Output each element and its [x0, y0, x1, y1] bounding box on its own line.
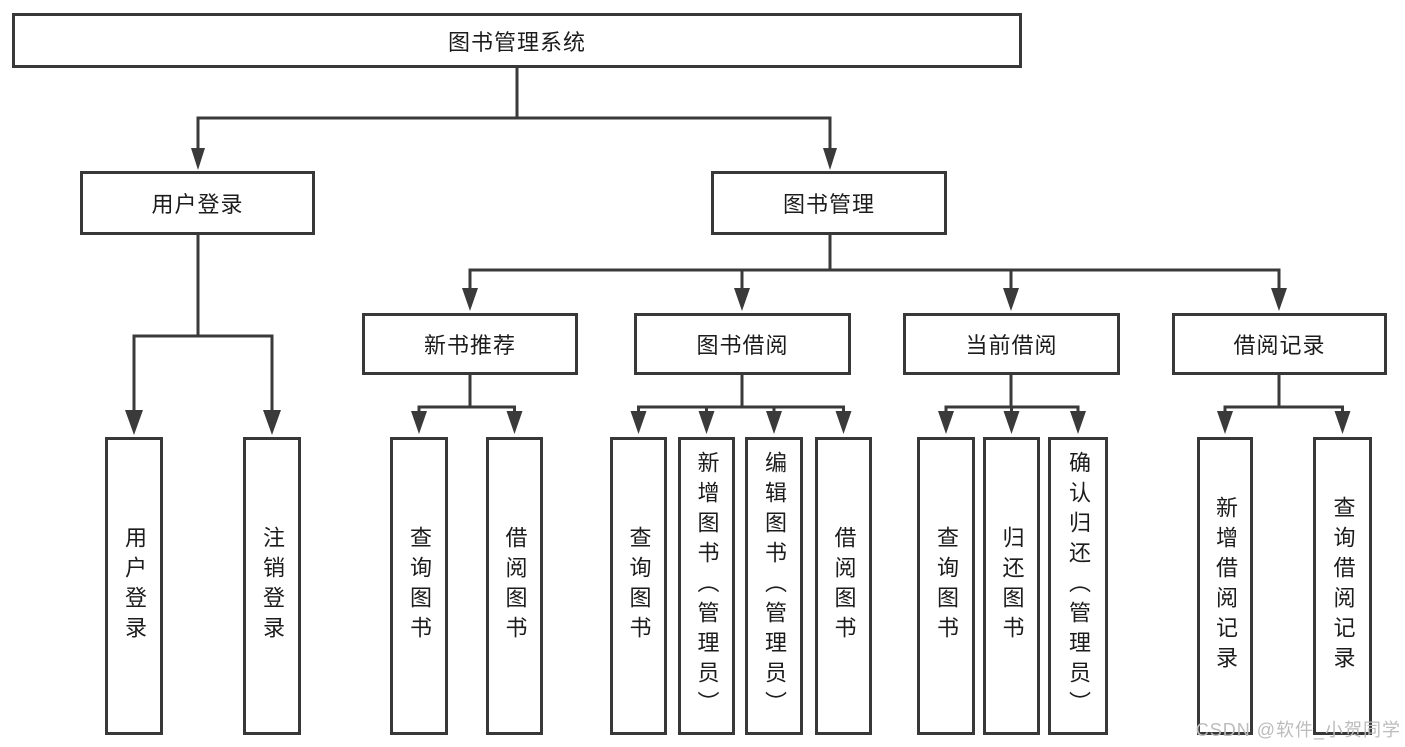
node-label: 用户登录: [151, 192, 244, 217]
arrowhead-icon: [1271, 288, 1287, 311]
connector-book-mgmt-to-level3: [462, 235, 1287, 311]
arrowhead-icon: [263, 410, 281, 435]
node-label: 图书借阅: [696, 333, 789, 358]
connector-user-login-to-leaves: [125, 235, 281, 435]
arrowhead-icon: [1003, 288, 1019, 311]
leaf-user-login: 用户登录: [105, 437, 163, 735]
leaf-label: 查询图书: [626, 526, 652, 646]
leaf-add-book-admin: 新增图书（管理员）: [678, 437, 735, 735]
arrowhead-icon: [938, 411, 954, 434]
node-label: 当前借阅: [965, 333, 1058, 358]
leaf-label: 注销登录: [260, 526, 285, 646]
leaf-borrow-query-book: 查询图书: [610, 437, 667, 735]
leaf-add-borrow-record: 新增借阅记录: [1197, 437, 1253, 735]
arrowhead-icon: [1003, 411, 1020, 434]
arrowhead-icon: [411, 411, 427, 434]
node-borrow-records: 借阅记录: [1172, 313, 1387, 375]
arrowhead-icon: [734, 288, 750, 311]
leaf-query-borrow-record: 查询借阅记录: [1313, 437, 1372, 735]
arrowhead-icon: [835, 411, 852, 434]
node-label: 图书管理: [782, 192, 875, 217]
arrowhead-icon: [630, 411, 647, 434]
node-label: 图书管理系统: [447, 29, 586, 55]
leaf-label: 新增图书（管理员）: [694, 451, 720, 721]
arrowhead-icon: [506, 411, 523, 434]
arrowhead-icon: [462, 288, 478, 311]
arrowhead-icon: [1217, 411, 1233, 434]
leaf-edit-book-admin: 编辑图书（管理员）: [745, 437, 803, 735]
leaf-recommend-query-book: 查询图书: [390, 437, 448, 735]
leaf-label: 用户登录: [122, 526, 147, 646]
leaf-current-query-book: 查询图书: [917, 437, 975, 735]
node-label: 借阅记录: [1233, 333, 1326, 358]
leaf-label: 借阅图书: [831, 526, 857, 646]
connector-borrow-records-to-leaves: [1217, 375, 1351, 434]
node-current-borrow: 当前借阅: [903, 313, 1120, 375]
leaf-return-book: 归还图书: [983, 437, 1040, 735]
connector-new-book-rec-to-leaves: [411, 375, 523, 434]
arrowhead-icon: [766, 411, 782, 434]
node-user-login: 用户登录: [80, 171, 315, 235]
arrowhead-icon: [1070, 411, 1086, 434]
leaf-logout: 注销登录: [243, 437, 301, 735]
leaf-label: 确认归还（管理员）: [1066, 451, 1091, 721]
node-book-borrow: 图书借阅: [634, 313, 851, 375]
arrowhead-icon: [125, 410, 143, 435]
connector-current-borrow-to-leaves: [938, 375, 1086, 434]
arrowhead-icon: [823, 148, 837, 170]
arrowhead-icon: [191, 148, 205, 170]
arrowhead-icon: [698, 411, 715, 434]
arrowhead-icon: [1334, 411, 1351, 434]
leaf-label: 借阅图书: [502, 526, 528, 646]
csdn-watermark: CSDN @软件_小贺同学: [1195, 720, 1401, 740]
node-new-book-recommend: 新书推荐: [362, 313, 578, 375]
node-book-management: 图书管理: [711, 171, 947, 235]
leaf-recommend-borrow-book: 借阅图书: [486, 437, 543, 735]
leaf-label: 查询借阅记录: [1330, 496, 1356, 676]
leaf-label: 归还图书: [999, 526, 1025, 646]
leaf-label: 查询图书: [934, 526, 959, 646]
leaf-label: 编辑图书（管理员）: [762, 451, 787, 721]
connector-book-borrow-to-leaves: [630, 375, 852, 434]
leaf-borrow-book: 借阅图书: [815, 437, 872, 735]
node-label: 新书推荐: [423, 333, 516, 358]
leaf-confirm-return-admin: 确认归还（管理员）: [1048, 437, 1108, 735]
leaf-label: 新增借阅记录: [1213, 496, 1238, 676]
leaf-label: 查询图书: [407, 526, 432, 646]
connector-root-to-level2: [191, 68, 837, 170]
node-library-management-system: 图书管理系统: [12, 13, 1022, 68]
